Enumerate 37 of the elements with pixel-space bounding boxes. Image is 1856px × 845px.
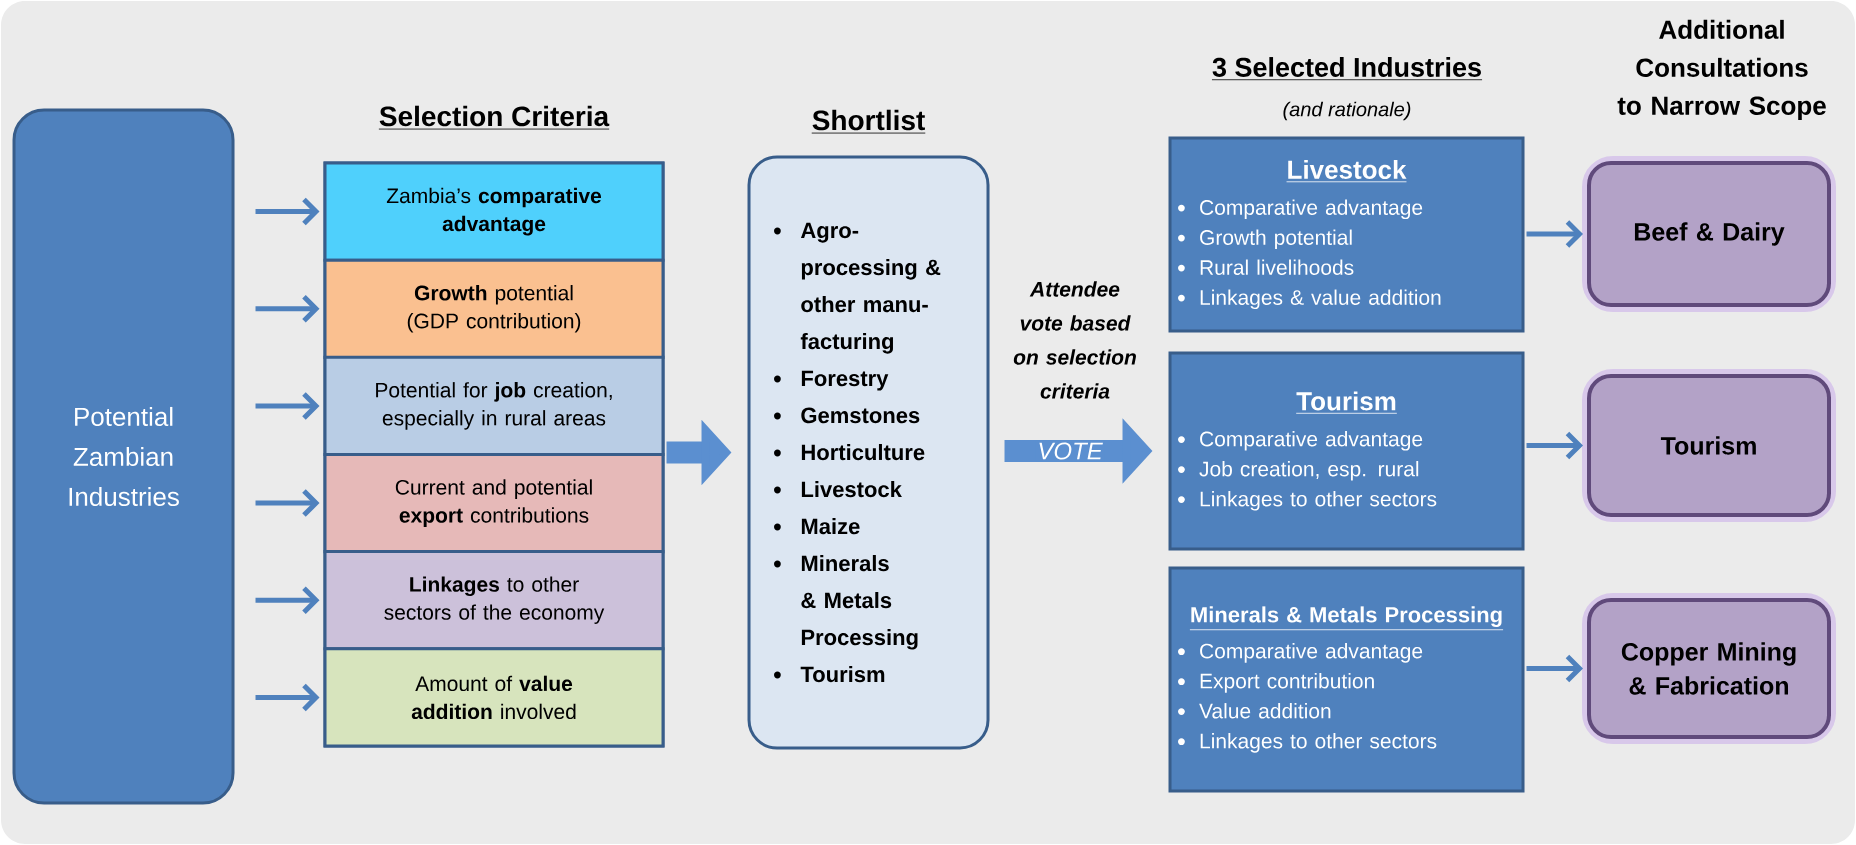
criteria-cell: Linkages to other sectors of the economy [323,550,665,651]
column-heading: Selection Criteria [378,105,610,130]
column-heading: Additional Consultations to Narrow Scope [1617,19,1826,121]
arrow [1526,654,1583,683]
edge-label: VOTE [1035,440,1105,462]
node-label: Forestry [801,370,889,391]
node-label: Tourism [800,666,885,683]
shortlist-box: Agro-processing & other manu-facturing Forestry Gemstones Horticulture Livestock Maize Minerals & Metals Processing Tourism [747,155,990,750]
column-heading: 3 Selected Industries [1211,57,1483,81]
industry-box: Livestock Comparative advantage Growth potential Rural livelihoods Linkages & value addition [1168,136,1525,333]
source-box: Potential Zambian Industries [12,108,235,805]
consultation-box: Tourism [1582,369,1836,522]
arrow [255,392,320,420]
arrow [255,586,320,614]
arrow [255,197,320,226]
node-label: Gemstones [801,407,920,424]
consultation-box: Copper Mining & Fabrication [1582,593,1836,744]
criteria-cell: Growth potential (GDP contribution) [323,258,665,359]
criteria-cell: Zambia’s comparative advantage [323,161,665,262]
annotation-text: Attendee vote based on selection criteria [1013,281,1136,399]
consultation-box: Beef & Dairy [1582,156,1836,312]
arrow [255,489,320,517]
node-label: Horticulture [801,444,925,461]
node-label: Minerals & Metals Processing [801,555,918,650]
column-heading: Shortlist [811,109,926,134]
industry-box: Minerals & Metals Processing Comparative advantage Export contribution Value addition Linkages to other sectors [1168,566,1525,793]
criteria-cell: Amount of value addition involved [323,647,665,748]
arrow [255,295,320,323]
criteria-cell: Current and potential export contributions [323,453,665,554]
arrow [1526,431,1583,460]
criteria-cell: Potential for job creation, especially in rural areas [323,355,665,456]
node-label: Livestock [801,481,902,498]
arrow [255,683,320,712]
industry-box: Tourism Comparative advantage Job creation, esp. rural Linkages to other sectors [1168,351,1525,551]
arrow [1526,220,1583,248]
node-label: Maize [801,518,860,535]
node-label: Agro-processing & other manu-facturing [800,222,941,354]
